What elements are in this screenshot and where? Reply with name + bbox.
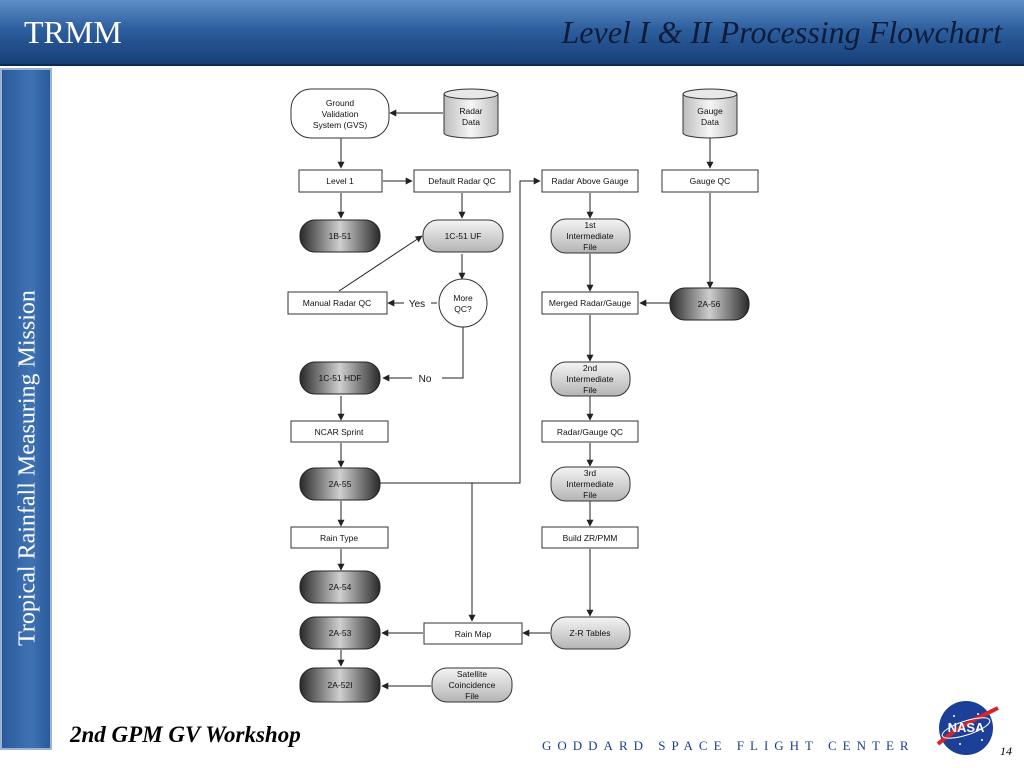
flow-connectors <box>337 109 714 690</box>
product-2a56-label: 2A-56 <box>698 299 721 309</box>
gvs-line-2: Validation <box>322 109 359 119</box>
second-intermediate-line-2: Intermediate <box>566 374 614 384</box>
ncar-sprint-label: NCAR Sprint <box>315 427 364 437</box>
first-intermediate-line-2: Intermediate <box>566 231 614 241</box>
title-bar: TRMM Level I & II Processing Flowchart <box>0 0 1024 66</box>
gvs-line-1: Ground <box>326 98 355 108</box>
radar-gauge-qc-label: Radar/Gauge QC <box>557 427 623 437</box>
radar-data-line-1: Radar <box>459 106 482 116</box>
goddard-footer: GODDARD SPACE FLIGHT CENTER <box>542 738 915 753</box>
default-radar-qc-node: Default Radar QC <box>413 169 511 193</box>
rain-map-node: Rain Map <box>423 622 523 645</box>
gauge-data-node: Gauge Data <box>682 88 738 139</box>
sidebar-band: Tropical Rainfall Measuring Mission <box>0 68 52 750</box>
rain-type-node: Rain Type <box>290 526 389 549</box>
product-1c51hdf-label: 1C-51 HDF <box>319 373 362 383</box>
product-1c51hdf-node: 1C-51 HDF <box>299 361 381 395</box>
more-qc-decision: More QC? <box>438 278 488 328</box>
product-2a52i-node: 2A-52I <box>299 667 381 703</box>
product-1b51-node: 1B-51 <box>299 219 381 253</box>
zr-tables-label: Z-R Tables <box>570 628 611 638</box>
product-2a53-label: 2A-53 <box>329 628 352 638</box>
level1-node: Level 1 <box>298 169 383 193</box>
yes-label: Yes <box>409 299 425 310</box>
gauge-qc-label: Gauge QC <box>690 176 731 186</box>
manual-radar-qc-label: Manual Radar QC <box>303 298 372 308</box>
first-intermediate-node: 1st Intermediate File <box>550 218 631 254</box>
rain-type-label: Rain Type <box>320 533 358 543</box>
no-label: No <box>419 374 432 385</box>
more-qc-line-1: More <box>453 293 473 303</box>
first-intermediate-line-3: File <box>583 242 597 252</box>
product-1c51uf-label: 1C-51 UF <box>445 231 482 241</box>
radar-gauge-qc-node: Radar/Gauge QC <box>541 420 639 443</box>
product-1c51uf-node: 1C-51 UF <box>422 219 504 253</box>
header-title-right: Level I & II Processing Flowchart <box>561 14 1003 50</box>
third-intermediate-line-1: 3rd <box>584 468 597 478</box>
merged-radar-gauge-node: Merged Radar/Gauge <box>541 291 639 315</box>
workshop-title: 2nd GPM GV Workshop <box>70 722 301 747</box>
product-1b51-label: 1B-51 <box>329 231 352 241</box>
third-intermediate-line-3: File <box>583 490 597 500</box>
gauge-data-line-2: Data <box>701 117 719 127</box>
satellite-line-3: File <box>465 691 479 701</box>
radar-above-gauge-node: Radar Above Gauge <box>541 169 639 193</box>
satellite-line-1: Satellite <box>457 669 488 679</box>
second-intermediate-line-1: 2nd <box>583 363 597 373</box>
product-2a54-node: 2A-54 <box>299 570 381 604</box>
manual-radar-qc-node: Manual Radar QC <box>287 291 388 315</box>
product-2a52i-label: 2A-52I <box>327 680 352 690</box>
nasa-logo: NASA <box>936 701 999 755</box>
second-intermediate-line-3: File <box>583 385 597 395</box>
gauge-data-line-1: Gauge <box>697 106 723 116</box>
product-2a55-label: 2A-55 <box>329 479 352 489</box>
more-qc-line-2: QC? <box>454 304 472 314</box>
zr-tables-node: Z-R Tables <box>550 616 631 650</box>
radar-above-gauge-label: Radar Above Gauge <box>551 176 628 186</box>
header-title-left: TRMM <box>24 14 122 50</box>
product-2a54-label: 2A-54 <box>329 582 352 592</box>
ncar-sprint-node: NCAR Sprint <box>290 420 389 443</box>
radar-data-line-2: Data <box>462 117 480 127</box>
satellite-coincidence-node: Satellite Coincidence File <box>431 667 513 703</box>
satellite-line-2: Coincidence <box>449 680 496 690</box>
merged-radar-gauge-label: Merged Radar/Gauge <box>549 298 631 308</box>
second-intermediate-node: 2nd Intermediate File <box>550 361 631 397</box>
gvs-line-3: System (GVS) <box>313 120 367 130</box>
third-intermediate-line-2: Intermediate <box>566 479 614 489</box>
product-2a55-node: 2A-55 <box>299 467 381 501</box>
radar-data-node: Radar Data <box>443 88 499 139</box>
level1-label: Level 1 <box>326 176 354 186</box>
first-intermediate-line-1: 1st <box>584 220 596 230</box>
product-2a53-node: 2A-53 <box>299 616 381 650</box>
build-zr-node: Build ZR/PMM <box>541 526 639 549</box>
product-2a56-node: 2A-56 <box>669 287 750 321</box>
gauge-qc-node: Gauge QC <box>661 169 759 193</box>
default-radar-qc-label: Default Radar QC <box>428 176 496 186</box>
nasa-logo-text: NASA <box>948 720 985 735</box>
rain-map-label: Rain Map <box>455 629 492 639</box>
build-zr-label: Build ZR/PMM <box>563 533 618 543</box>
page-number: 14 <box>1000 744 1012 758</box>
gvs-node: Ground Validation System (GVS) <box>290 88 390 139</box>
third-intermediate-node: 3rd Intermediate File <box>550 466 631 502</box>
